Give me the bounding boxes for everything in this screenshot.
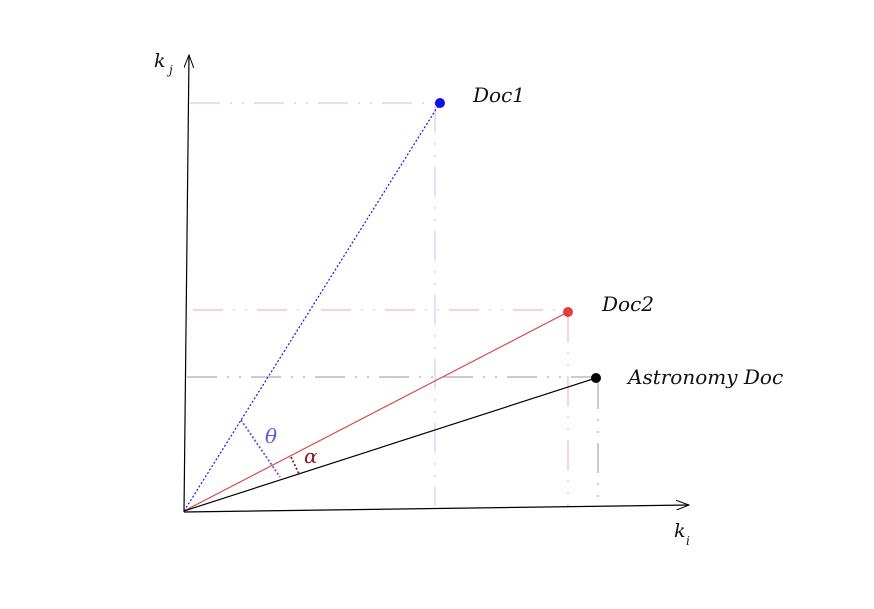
doc1-point (435, 98, 445, 108)
y-axis-label-subscript: j (166, 63, 173, 77)
astronomy-doc-label: Astronomy Doc (626, 365, 783, 389)
doc2-point (563, 307, 573, 317)
doc1-label: Doc1 (472, 83, 525, 107)
x-axis-label: k (674, 520, 686, 542)
theta-marker (240, 419, 281, 478)
doc1-vector (183, 102, 441, 512)
x-axis (183, 505, 689, 513)
y-axis (183, 55, 189, 513)
astro-vector (183, 377, 597, 512)
astro-point (591, 373, 601, 383)
y-axis-label: k (154, 50, 166, 72)
x-axis-label-subscript: i (686, 534, 690, 548)
alpha-label: α (304, 444, 318, 468)
alpha-marker (290, 456, 300, 475)
doc2-vector (183, 311, 569, 512)
theta-label: θ (265, 424, 277, 448)
doc2-label: Doc2 (601, 292, 654, 316)
